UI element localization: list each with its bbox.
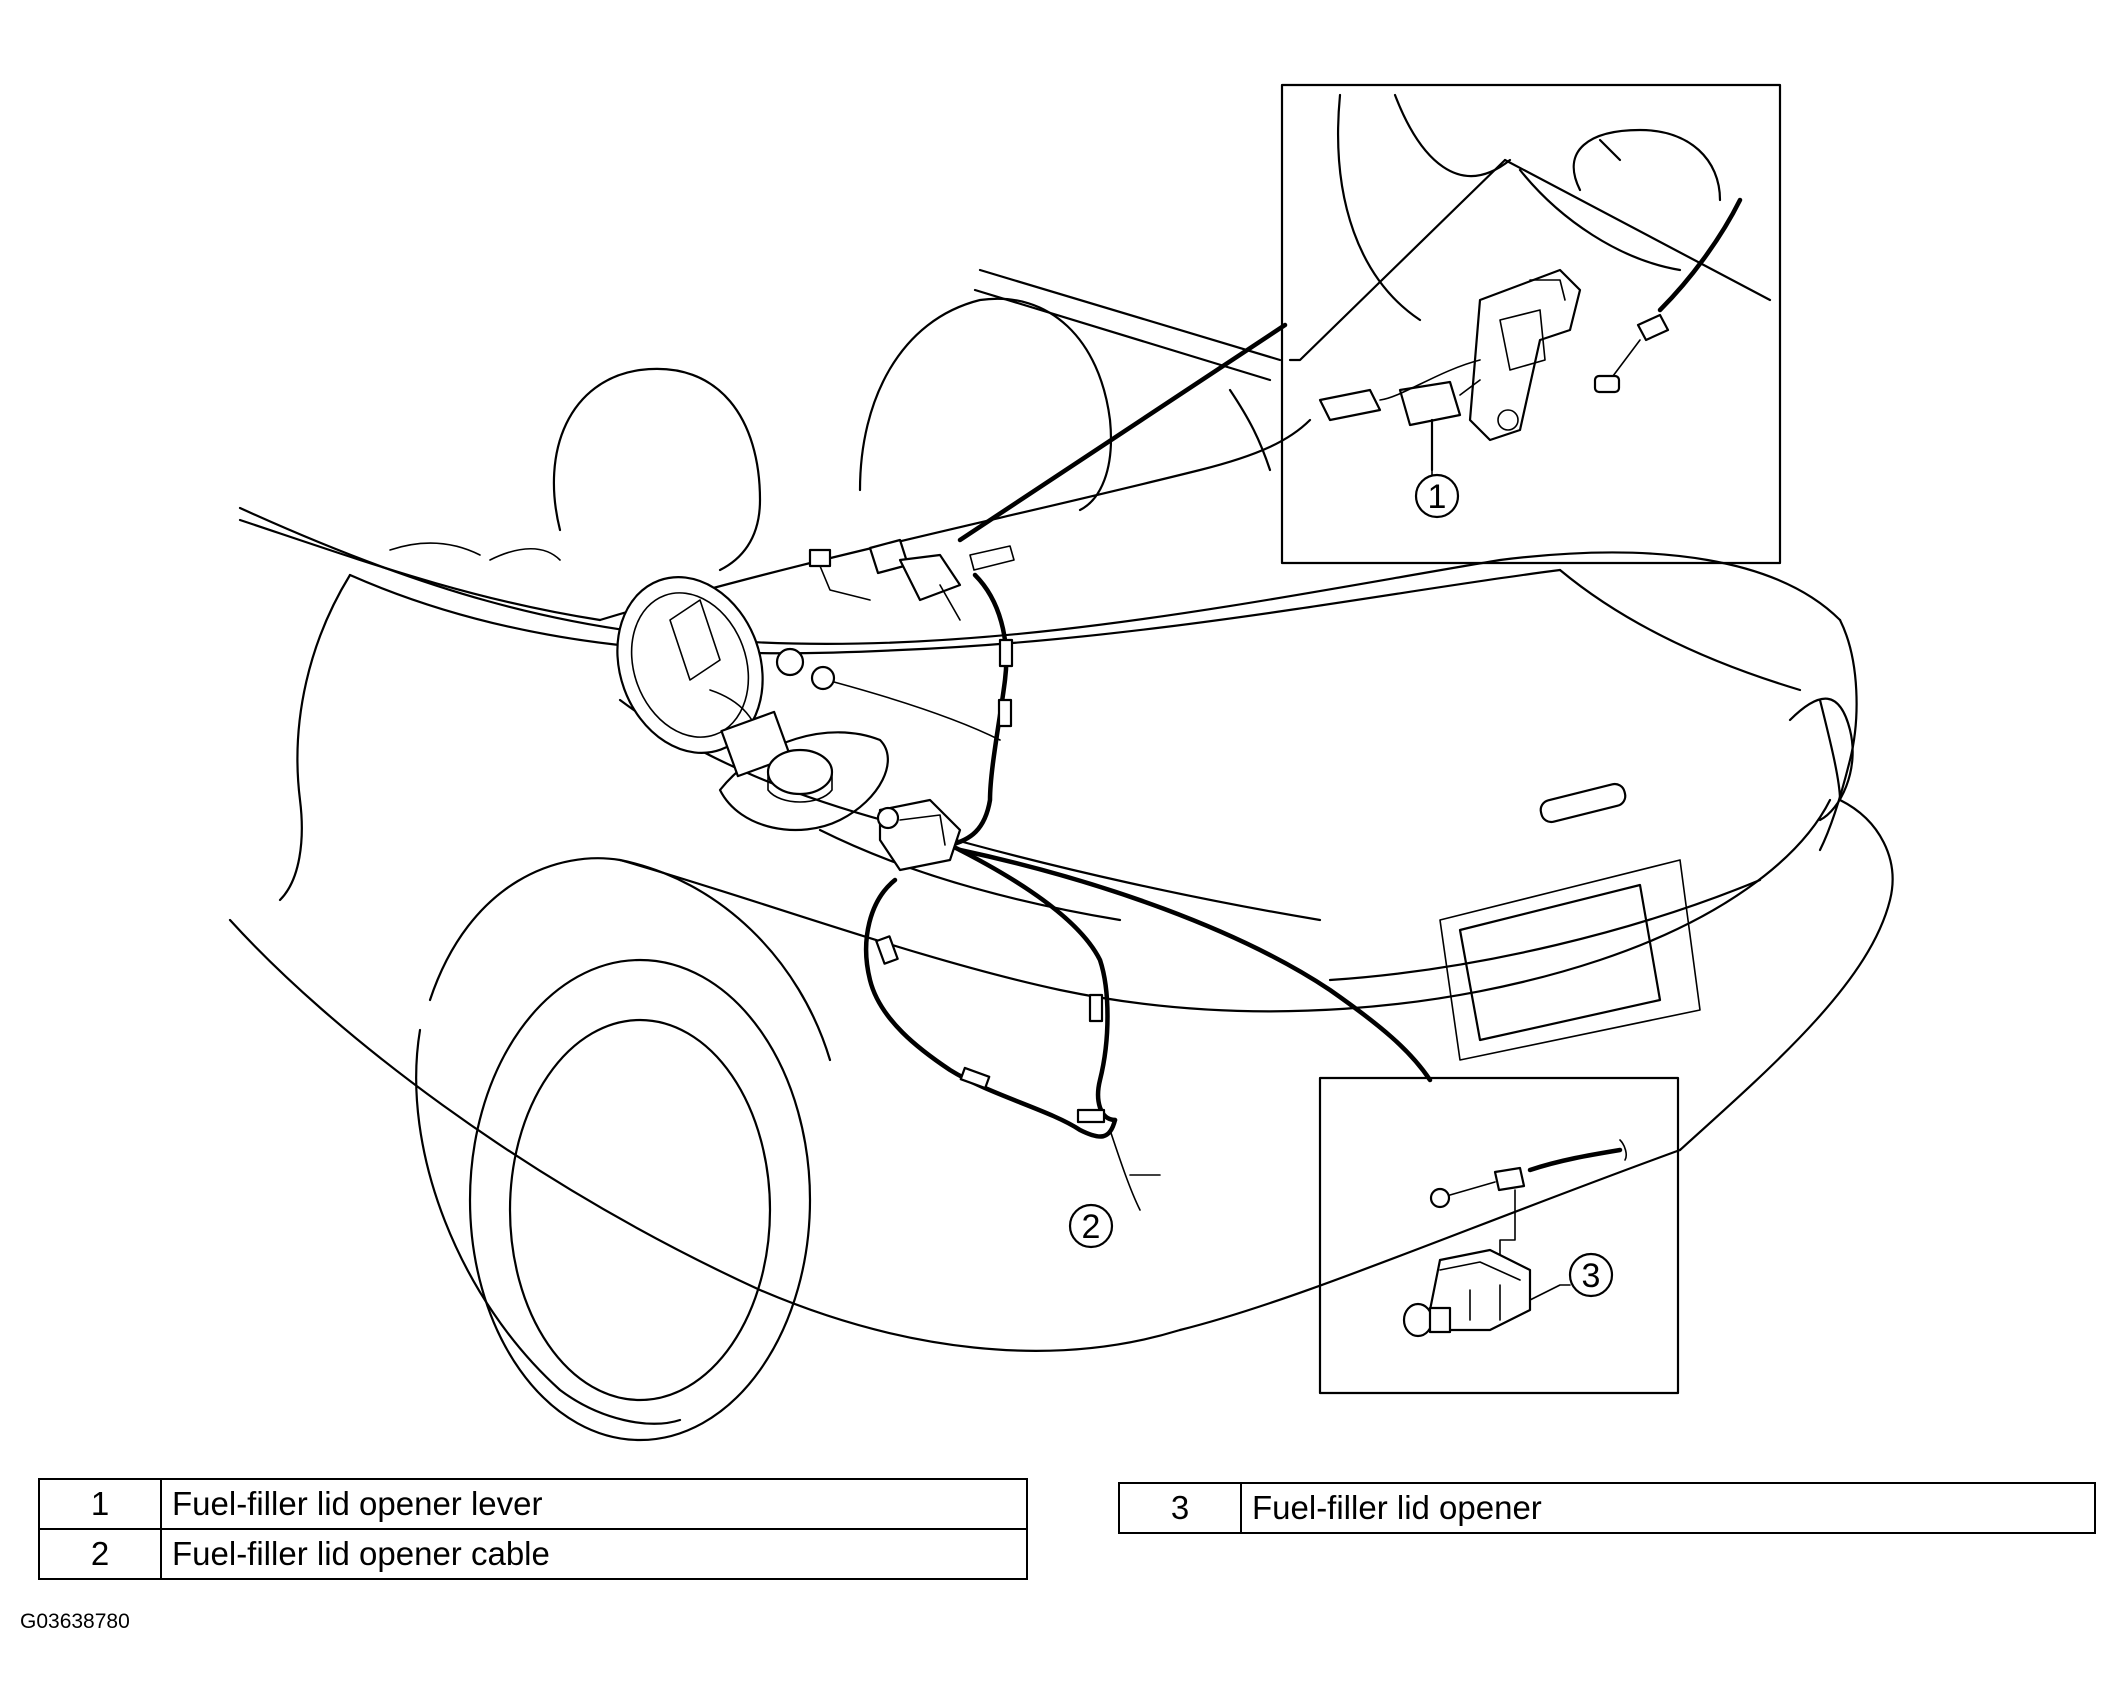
figure-id: G03638780 xyxy=(20,1610,130,1633)
inset-opener-detail xyxy=(1318,1076,1680,1395)
legend-label: Fuel-filler lid opener cable xyxy=(160,1528,1028,1580)
fuel-lid-opener-diagram: 1 2 3 xyxy=(228,83,1894,1442)
legend-label: Fuel-filler lid opener lever xyxy=(160,1478,1028,1530)
opener-mechanism xyxy=(876,798,1433,1083)
legend-table-right: 3 Fuel-filler lid opener xyxy=(1118,1482,2096,1534)
legend-label: Fuel-filler lid opener xyxy=(1240,1482,2096,1534)
callout-3-number: 3 xyxy=(1582,1257,1601,1295)
legend-row: 3 Fuel-filler lid opener xyxy=(1118,1482,2096,1534)
fuel-filler-lid xyxy=(616,576,1001,803)
legend-row: 1 Fuel-filler lid opener lever xyxy=(38,1478,1028,1530)
legend-table-left: 1 Fuel-filler lid opener lever 2 Fuel-fi… xyxy=(38,1478,1028,1580)
opener-cable xyxy=(863,572,1141,1211)
opener-lever-assembly xyxy=(808,538,1015,621)
callout-1: 1 xyxy=(1414,473,1460,519)
inset-lever-detail xyxy=(1280,83,1782,565)
legend-number: 2 xyxy=(38,1528,162,1580)
legend-number: 1 xyxy=(38,1478,162,1530)
inset-1-leader xyxy=(957,322,1288,543)
callout-2-number: 2 xyxy=(1082,1208,1101,1246)
legend-row: 2 Fuel-filler lid opener cable xyxy=(38,1528,1028,1580)
car-outline xyxy=(228,268,1894,1442)
callout-1-number: 1 xyxy=(1428,478,1447,516)
callout-3: 3 xyxy=(1568,1252,1614,1298)
legend-number: 3 xyxy=(1118,1482,1242,1534)
callout-2: 2 xyxy=(1068,1203,1114,1249)
